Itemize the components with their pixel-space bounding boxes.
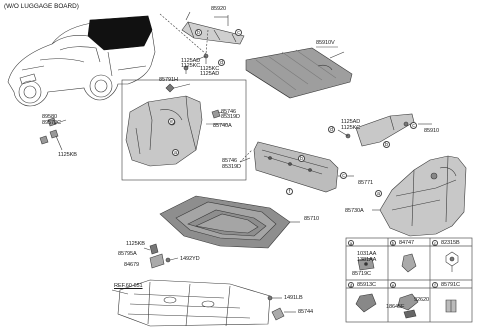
part-85771[interactable]: 85771	[358, 180, 374, 186]
legend-f-part[interactable]: 85791C	[441, 282, 460, 288]
legend-b-callout: b	[390, 239, 396, 246]
legend-e-item-2[interactable]: 92620	[414, 297, 430, 303]
part-85746[interactable]: 85746	[221, 109, 237, 115]
part-1125KC-3[interactable]: 1125KC	[341, 125, 361, 131]
legend-a-item-2[interactable]: 1381AA	[357, 257, 377, 263]
part-1125KB-2[interactable]: 1125KB	[126, 241, 145, 247]
legend-c-part[interactable]: 82315B	[441, 240, 460, 246]
legend-c-callout: c	[432, 239, 438, 246]
callout-b: b	[195, 29, 202, 36]
part-85744[interactable]: 85744	[298, 309, 314, 315]
callout-d: d	[218, 59, 225, 66]
legend-d-callout: d	[348, 281, 354, 288]
callout-a-2: a	[375, 190, 382, 197]
part-85795A[interactable]: 85795A	[118, 251, 137, 257]
vehicle-illustration	[7, 15, 156, 107]
part-85710[interactable]: 85710	[304, 216, 320, 222]
part-85791H[interactable]: 85791H	[159, 77, 178, 83]
callout-a: a	[172, 149, 179, 156]
part-85746-2[interactable]: 85746	[222, 158, 238, 164]
part-85910V[interactable]: 85910V	[316, 40, 335, 46]
part-89580[interactable]: 89580	[42, 114, 58, 120]
part-1492YD[interactable]: 1492YD	[180, 256, 200, 262]
part-85319D-2[interactable]: 85319D	[222, 164, 241, 170]
callout-f: f	[286, 188, 293, 195]
legend-d-part[interactable]: 85913C	[357, 282, 376, 288]
legend-b-part[interactable]: 84747	[399, 240, 415, 246]
part-84679[interactable]: 84679	[124, 262, 140, 268]
part-1125AD-3[interactable]: 1125AD	[341, 119, 361, 125]
part-1491LB[interactable]: 1491LB	[284, 295, 303, 301]
part-85910[interactable]: 85910	[424, 128, 440, 134]
diagram-title: (W/O LUGGAGE BOARD)	[4, 3, 79, 10]
part-1125AD-2[interactable]: 1125AD	[200, 71, 220, 77]
ref-link[interactable]: REF.60-651	[114, 283, 143, 289]
part-1125KC[interactable]: 1125KC	[181, 63, 201, 69]
part-1125KC-2[interactable]: 1125KC	[200, 66, 220, 72]
part-85730A[interactable]: 85730A	[345, 208, 364, 214]
callout-c: c	[235, 29, 242, 36]
callout-d-2: d	[328, 126, 335, 133]
part-85920[interactable]: 85920	[211, 6, 227, 12]
legend-e-callout: e	[390, 281, 396, 288]
callout-c-3: c	[340, 172, 347, 179]
legend-a-item-1[interactable]: 1031AA	[357, 251, 377, 257]
callout-b-3: b	[298, 155, 305, 162]
part-85319D[interactable]: 85319D	[221, 114, 240, 120]
callout-e: e	[168, 118, 175, 125]
legend-a-item-3[interactable]: 85719C	[352, 271, 371, 277]
part-1125KB[interactable]: 1125KB	[58, 152, 77, 158]
callout-b-2: b	[383, 141, 390, 148]
legend-e-item-1[interactable]: 18645F	[386, 304, 405, 310]
part-89570C[interactable]: 89570C	[42, 120, 61, 126]
part-1125AD[interactable]: 1125AD	[181, 58, 201, 64]
legend-f-callout: f	[432, 281, 438, 288]
part-85740A[interactable]: 85740A	[213, 123, 232, 129]
legend-a-callout: a	[348, 239, 354, 246]
callout-c-2: c	[410, 122, 417, 129]
